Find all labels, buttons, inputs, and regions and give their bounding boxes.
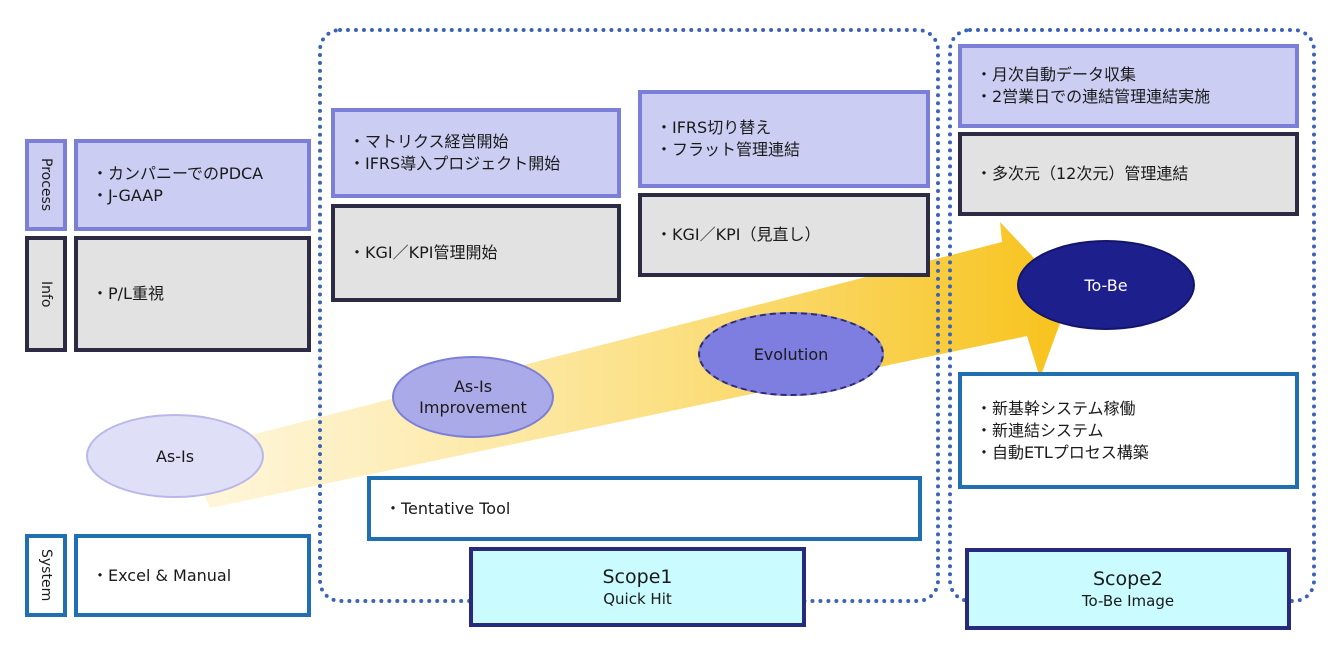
stage-evolution: Evolution	[698, 312, 884, 396]
row-label-process-text: Process	[38, 158, 54, 212]
scope2-info-line-1: ・多次元（12次元）管理連結	[976, 164, 1189, 183]
stage-evolution-label: Evolution	[753, 344, 829, 364]
scope2-system-box: ・新基幹システム稼働 ・新連結システム ・自動ETLプロセス構築	[958, 372, 1299, 489]
scope2-system-line-2: ・新連結システム	[976, 420, 1104, 440]
scope2-label: Scope2 To-Be Image	[965, 548, 1291, 630]
stage-as-is: As-Is	[86, 414, 264, 498]
scope2-process-line-2: ・2営業日での連結管理連結実施	[976, 87, 1211, 106]
scope1-process-b-line-2: ・フラット管理連結	[656, 140, 801, 159]
stage-improvement-line-1: As-Is	[453, 377, 493, 396]
scope1-label-title: Scope1	[602, 566, 673, 588]
stage-to-be: To-Be	[1017, 240, 1195, 330]
scope1-info-a-box: ・KGI／KPI管理開始	[331, 204, 621, 302]
scope2-process-box: ・月次自動データ収集 ・2営業日での連結管理連結実施	[958, 44, 1299, 128]
scope2-info-box: ・多次元（12次元）管理連結	[958, 132, 1299, 216]
scope1-system-line-1: ・Tentative Tool	[385, 498, 511, 518]
scope1-system-box: ・Tentative Tool	[367, 476, 922, 541]
stage-as-is-improvement: As-Is Improvement	[392, 356, 554, 438]
scope2-label-title: Scope2	[1093, 568, 1163, 590]
scope1-info-b-box: ・KGI／KPI（見直し）	[638, 193, 930, 277]
stage-improvement-line-2: Improvement	[419, 398, 527, 417]
row-label-system-text: System	[38, 549, 54, 602]
as-is-system-line-1: ・Excel & Manual	[92, 565, 232, 585]
as-is-process-line-1: ・カンパニーでのPDCA	[92, 164, 264, 183]
scope1-info-b-line-1: ・KGI／KPI（見直し）	[656, 225, 821, 244]
scope2-system-line-3: ・自動ETLプロセス構築	[976, 442, 1149, 462]
scope1-label-sub: Quick Hit	[603, 590, 672, 608]
as-is-process-box: ・カンパニーでのPDCA ・J-GAAP	[74, 139, 311, 231]
stage-to-be-label: To-Be	[1084, 275, 1128, 295]
row-label-info-text: Info	[38, 280, 54, 308]
as-is-system-box: ・Excel & Manual	[74, 534, 311, 617]
scope1-process-a-line-2: ・IFRS導入プロジェクト開始	[349, 154, 561, 173]
row-label-system: System	[25, 534, 67, 617]
row-label-process: Process	[25, 139, 67, 231]
scope1-process-a-box: ・マトリクス経営開始 ・IFRS導入プロジェクト開始	[331, 108, 621, 198]
scope1-label: Scope1 Quick Hit	[469, 547, 806, 627]
scope1-process-a-line-1: ・マトリクス経営開始	[349, 132, 509, 151]
stage-as-is-label: As-Is	[155, 446, 195, 466]
scope2-system-line-1: ・新基幹システム稼働	[976, 398, 1136, 418]
arrow-shape	[185, 222, 1070, 508]
scope1-process-b-box: ・IFRS切り替え ・フラット管理連結	[638, 90, 930, 188]
as-is-info-line-1: ・P/L重視	[92, 284, 164, 303]
as-is-process-line-2: ・J-GAAP	[92, 186, 163, 205]
scope2-process-line-1: ・月次自動データ収集	[976, 65, 1137, 84]
as-is-info-box: ・P/L重視	[74, 236, 311, 352]
scope1-process-b-line-1: ・IFRS切り替え	[656, 118, 772, 137]
row-label-info: Info	[25, 236, 67, 352]
scope2-label-sub: To-Be Image	[1081, 592, 1175, 610]
scope1-info-a-line-1: ・KGI／KPI管理開始	[349, 243, 498, 262]
